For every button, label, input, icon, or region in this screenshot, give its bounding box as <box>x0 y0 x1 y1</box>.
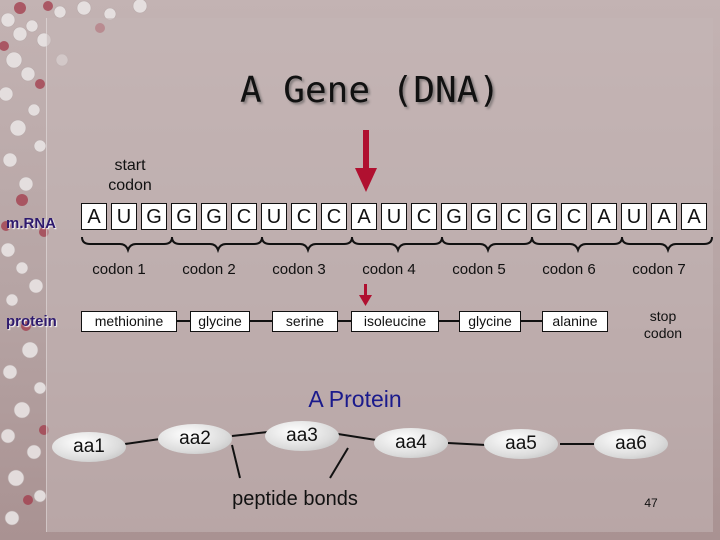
translation-arrow-icon <box>359 284 372 306</box>
codon-label-5: codon 5 <box>452 261 506 278</box>
start-codon-line-1: start <box>114 157 146 174</box>
codon-label-6: codon 6 <box>542 261 596 278</box>
base-12: C <box>411 203 437 230</box>
codon-brackets <box>81 236 713 254</box>
codon-label-7: codon 7 <box>632 261 686 278</box>
base-2: U <box>111 203 137 230</box>
protein-title: A Protein <box>308 386 402 412</box>
slide-title: A Gene (DNA) <box>239 70 501 111</box>
amino-acid-6: alanine <box>542 311 608 332</box>
mrna-sequence: A U G G G C U C C A U C G G C G C A U A … <box>81 203 711 231</box>
chain-amino-acid-1: aa1 <box>52 432 126 462</box>
protein-label: protein <box>6 313 57 330</box>
base-13: G <box>441 203 467 230</box>
base-10: A <box>351 203 377 230</box>
base-9: C <box>321 203 347 230</box>
base-16: G <box>531 203 557 230</box>
amino-acid-1: methionine <box>81 311 177 332</box>
base-20: A <box>651 203 677 230</box>
start-codon-label: start codon <box>90 156 170 196</box>
base-18: A <box>591 203 617 230</box>
chain-amino-acid-6: aa6 <box>594 429 668 459</box>
peptide-bonds-label: peptide bonds <box>232 488 358 510</box>
codon-label-4: codon 4 <box>362 261 416 278</box>
codon-label-1: codon 1 <box>92 261 146 278</box>
stop-codon-label: stop codon <box>628 308 698 342</box>
base-6: C <box>231 203 257 230</box>
amino-acid-2: glycine <box>190 311 250 332</box>
base-3: G <box>141 203 167 230</box>
mrna-label: m.RNA <box>6 215 57 232</box>
amino-acid-5: glycine <box>459 311 521 332</box>
base-15: C <box>501 203 527 230</box>
stop-codon-line-1: stop <box>649 308 677 324</box>
codon-label-2: codon 2 <box>182 261 236 278</box>
base-5: G <box>201 203 227 230</box>
start-codon-line-2: codon <box>108 177 152 194</box>
base-14: G <box>471 203 497 230</box>
base-11: U <box>381 203 407 230</box>
base-4: G <box>171 203 197 230</box>
base-17: C <box>561 203 587 230</box>
page-number: 47 <box>644 496 658 510</box>
stop-codon-line-2: codon <box>643 325 683 341</box>
chain-amino-acid-4: aa4 <box>374 428 448 458</box>
base-19: U <box>621 203 647 230</box>
peptide-bonds-graphic <box>124 431 596 479</box>
amino-acid-3: serine <box>272 311 338 332</box>
amino-acid-4: isoleucine <box>351 311 439 332</box>
position-arrow-icon <box>355 130 377 192</box>
chain-amino-acid-2: aa2 <box>158 424 232 454</box>
base-1: A <box>81 203 107 230</box>
base-8: C <box>291 203 317 230</box>
base-7: U <box>261 203 287 230</box>
base-21: A <box>681 203 707 230</box>
chain-amino-acid-3: aa3 <box>265 421 339 451</box>
codon-label-3: codon 3 <box>272 261 326 278</box>
chain-amino-acid-5: aa5 <box>484 429 558 459</box>
